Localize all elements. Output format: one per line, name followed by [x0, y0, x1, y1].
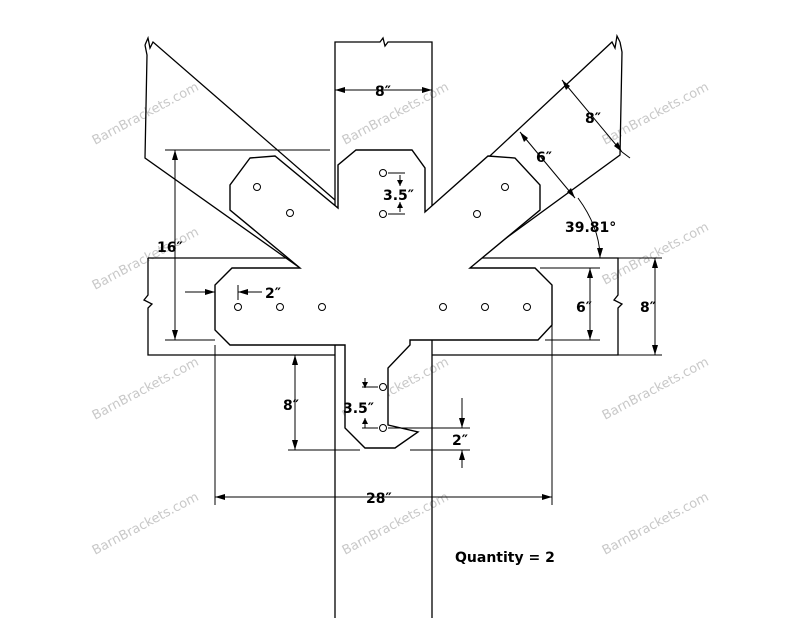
post-outline — [334, 36, 433, 618]
bolt-holes — [234, 169, 531, 432]
dim-post-width-top: 8″ — [375, 84, 391, 100]
right-brace-outline — [464, 41, 623, 269]
watermark: BarnBrackets.com — [340, 490, 452, 559]
dim-beam-depth: 8″ — [640, 300, 656, 316]
dim-overall-width: 28″ — [366, 491, 392, 507]
bolt-hole — [286, 209, 294, 217]
watermark: BarnBrackets.com — [600, 490, 712, 559]
timber-members — [142, 33, 624, 618]
dim-hole-spacing-top: 3.5″ — [383, 188, 414, 204]
bolt-hole — [379, 210, 387, 218]
dim-beam-leg: 6″ — [576, 300, 592, 316]
bracket-plate — [214, 149, 553, 449]
bolt-hole — [481, 303, 489, 311]
left-brace-outline — [144, 35, 336, 201]
dim-angle: 39.81° — [565, 220, 616, 236]
beam-outline — [432, 257, 624, 356]
bolt-hole — [379, 424, 387, 432]
bolt-hole — [253, 183, 261, 191]
watermark: BarnBrackets.com — [600, 220, 712, 289]
dim-height-total: 16″ — [157, 240, 183, 256]
dim-bottom-leg: 8″ — [283, 398, 299, 414]
dimension-labels: 8″ 8″ 6″ 3.5″ 39.81° 16″ 2″ 6″ 8″ 8″ 3.5… — [157, 84, 656, 507]
left-brace-outline — [144, 44, 301, 269]
watermark: BarnBrackets.com — [600, 80, 712, 149]
dimension-lines — [165, 79, 662, 505]
watermark: BarnBrackets.com — [90, 225, 202, 294]
bolt-hole — [318, 303, 326, 311]
bolt-hole — [439, 303, 447, 311]
bolt-hole — [276, 303, 284, 311]
bolt-hole — [523, 303, 531, 311]
right-brace-outline — [431, 33, 621, 211]
beam-outline — [142, 258, 335, 356]
dim-hole-edge-left: 2″ — [265, 286, 281, 302]
bolt-hole — [473, 210, 481, 218]
dim-hole-edge-bottom: 2″ — [452, 433, 468, 449]
bolt-hole — [379, 383, 387, 391]
dim-brace-width: 8″ — [585, 111, 601, 127]
bolt-hole — [379, 169, 387, 177]
watermark: BarnBrackets.com — [90, 490, 202, 559]
watermark: BarnBrackets.com — [90, 355, 202, 424]
bolt-hole — [501, 183, 509, 191]
watermark: BarnBrackets.com — [600, 355, 712, 424]
dim-hole-spacing-bottom: 3.5″ — [343, 401, 374, 417]
dim-brace-leg: 6″ — [536, 150, 552, 166]
bolt-hole — [234, 303, 242, 311]
quantity-label: Quantity = 2 — [455, 550, 555, 566]
